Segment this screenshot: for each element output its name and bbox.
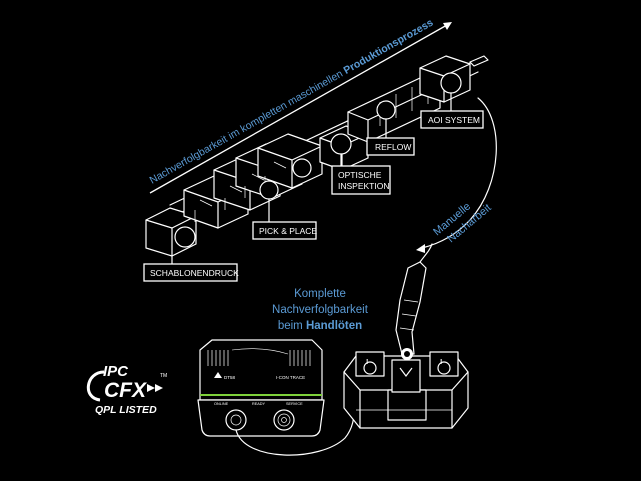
scan-circle [440, 72, 462, 94]
label-schablonendruck: SCHABLONENDRUCK [143, 255, 239, 282]
vent-grille-right [289, 350, 311, 366]
label-aoi: AOI SYSTEM [420, 92, 484, 129]
pick-place-machines [183, 133, 323, 229]
logo-arrow-icon [147, 384, 163, 392]
power-knob-icon [225, 409, 247, 431]
hand-soldering-line3-prefix: beim [278, 320, 306, 332]
logo-qpl: QPL LISTED [95, 404, 157, 416]
svg-text:!: ! [366, 359, 368, 366]
stand-brand-icon [399, 367, 413, 377]
connector-socket-icon [273, 409, 295, 431]
hand-soldering-line3: beim Handlöten [278, 320, 362, 332]
logo-ipc: IPC [103, 363, 129, 380]
aoi-machine [419, 55, 489, 103]
hand-soldering-caption: Komplette Nachverfolgbarkeit beim Handlö… [272, 288, 369, 332]
unit-brand: I-CON TRACE [276, 375, 305, 380]
scan-circle [376, 100, 396, 120]
tip-holder-right: ! [429, 351, 459, 377]
display-glare [231, 348, 289, 355]
hand-soldering-line1: Komplette [294, 288, 346, 300]
hand-soldering-line2: Nachverfolgbarkeit [272, 304, 369, 316]
control-unit: DT58 I-CON TRACE ONLINE READY SERVICE [197, 339, 325, 437]
scan-circle [174, 226, 196, 248]
vent-grille-left [207, 350, 229, 366]
label-optische-inspektion: OPTISCHE INSPEKTION [331, 153, 391, 195]
manual-rework-arrow [416, 97, 497, 253]
soldering-stand: ! ! [343, 351, 469, 429]
brand-icon [214, 372, 222, 378]
unit-model: DT58 [224, 375, 236, 380]
process-arrow [149, 22, 452, 194]
soldering-iron [395, 243, 433, 360]
label-reflow-text: REFLOW [375, 142, 411, 152]
scan-circle [330, 133, 352, 155]
tip-holder-left: ! [355, 351, 385, 377]
production-line [145, 55, 489, 257]
unit-online: ONLINE [214, 402, 229, 406]
scan-circle [292, 158, 312, 178]
label-schablonendruck-text: SCHABLONENDRUCK [150, 268, 239, 278]
label-optische-line2: INSPEKTION [338, 181, 389, 191]
ipc-cfx-logo: IPC CFX TM QPL LISTED [87, 363, 167, 416]
hand-soldering-line3-bold: Handlöten [306, 320, 362, 332]
label-aoi-text: AOI SYSTEM [428, 115, 480, 125]
label-optische-line1: OPTISCHE [338, 170, 382, 180]
label-pick-place-text: PICK & PLACE [259, 226, 317, 236]
scan-circle [259, 180, 279, 200]
svg-text:!: ! [440, 359, 442, 366]
logo-cfx: CFX [104, 379, 148, 402]
label-reflow: REFLOW [366, 118, 415, 156]
label-pick-place: PICK & PLACE [252, 198, 317, 240]
printer-machine [145, 207, 197, 257]
unit-service: SERVICE [286, 402, 303, 406]
logo-tm: TM [160, 373, 167, 379]
unit-ready: READY [252, 402, 266, 406]
